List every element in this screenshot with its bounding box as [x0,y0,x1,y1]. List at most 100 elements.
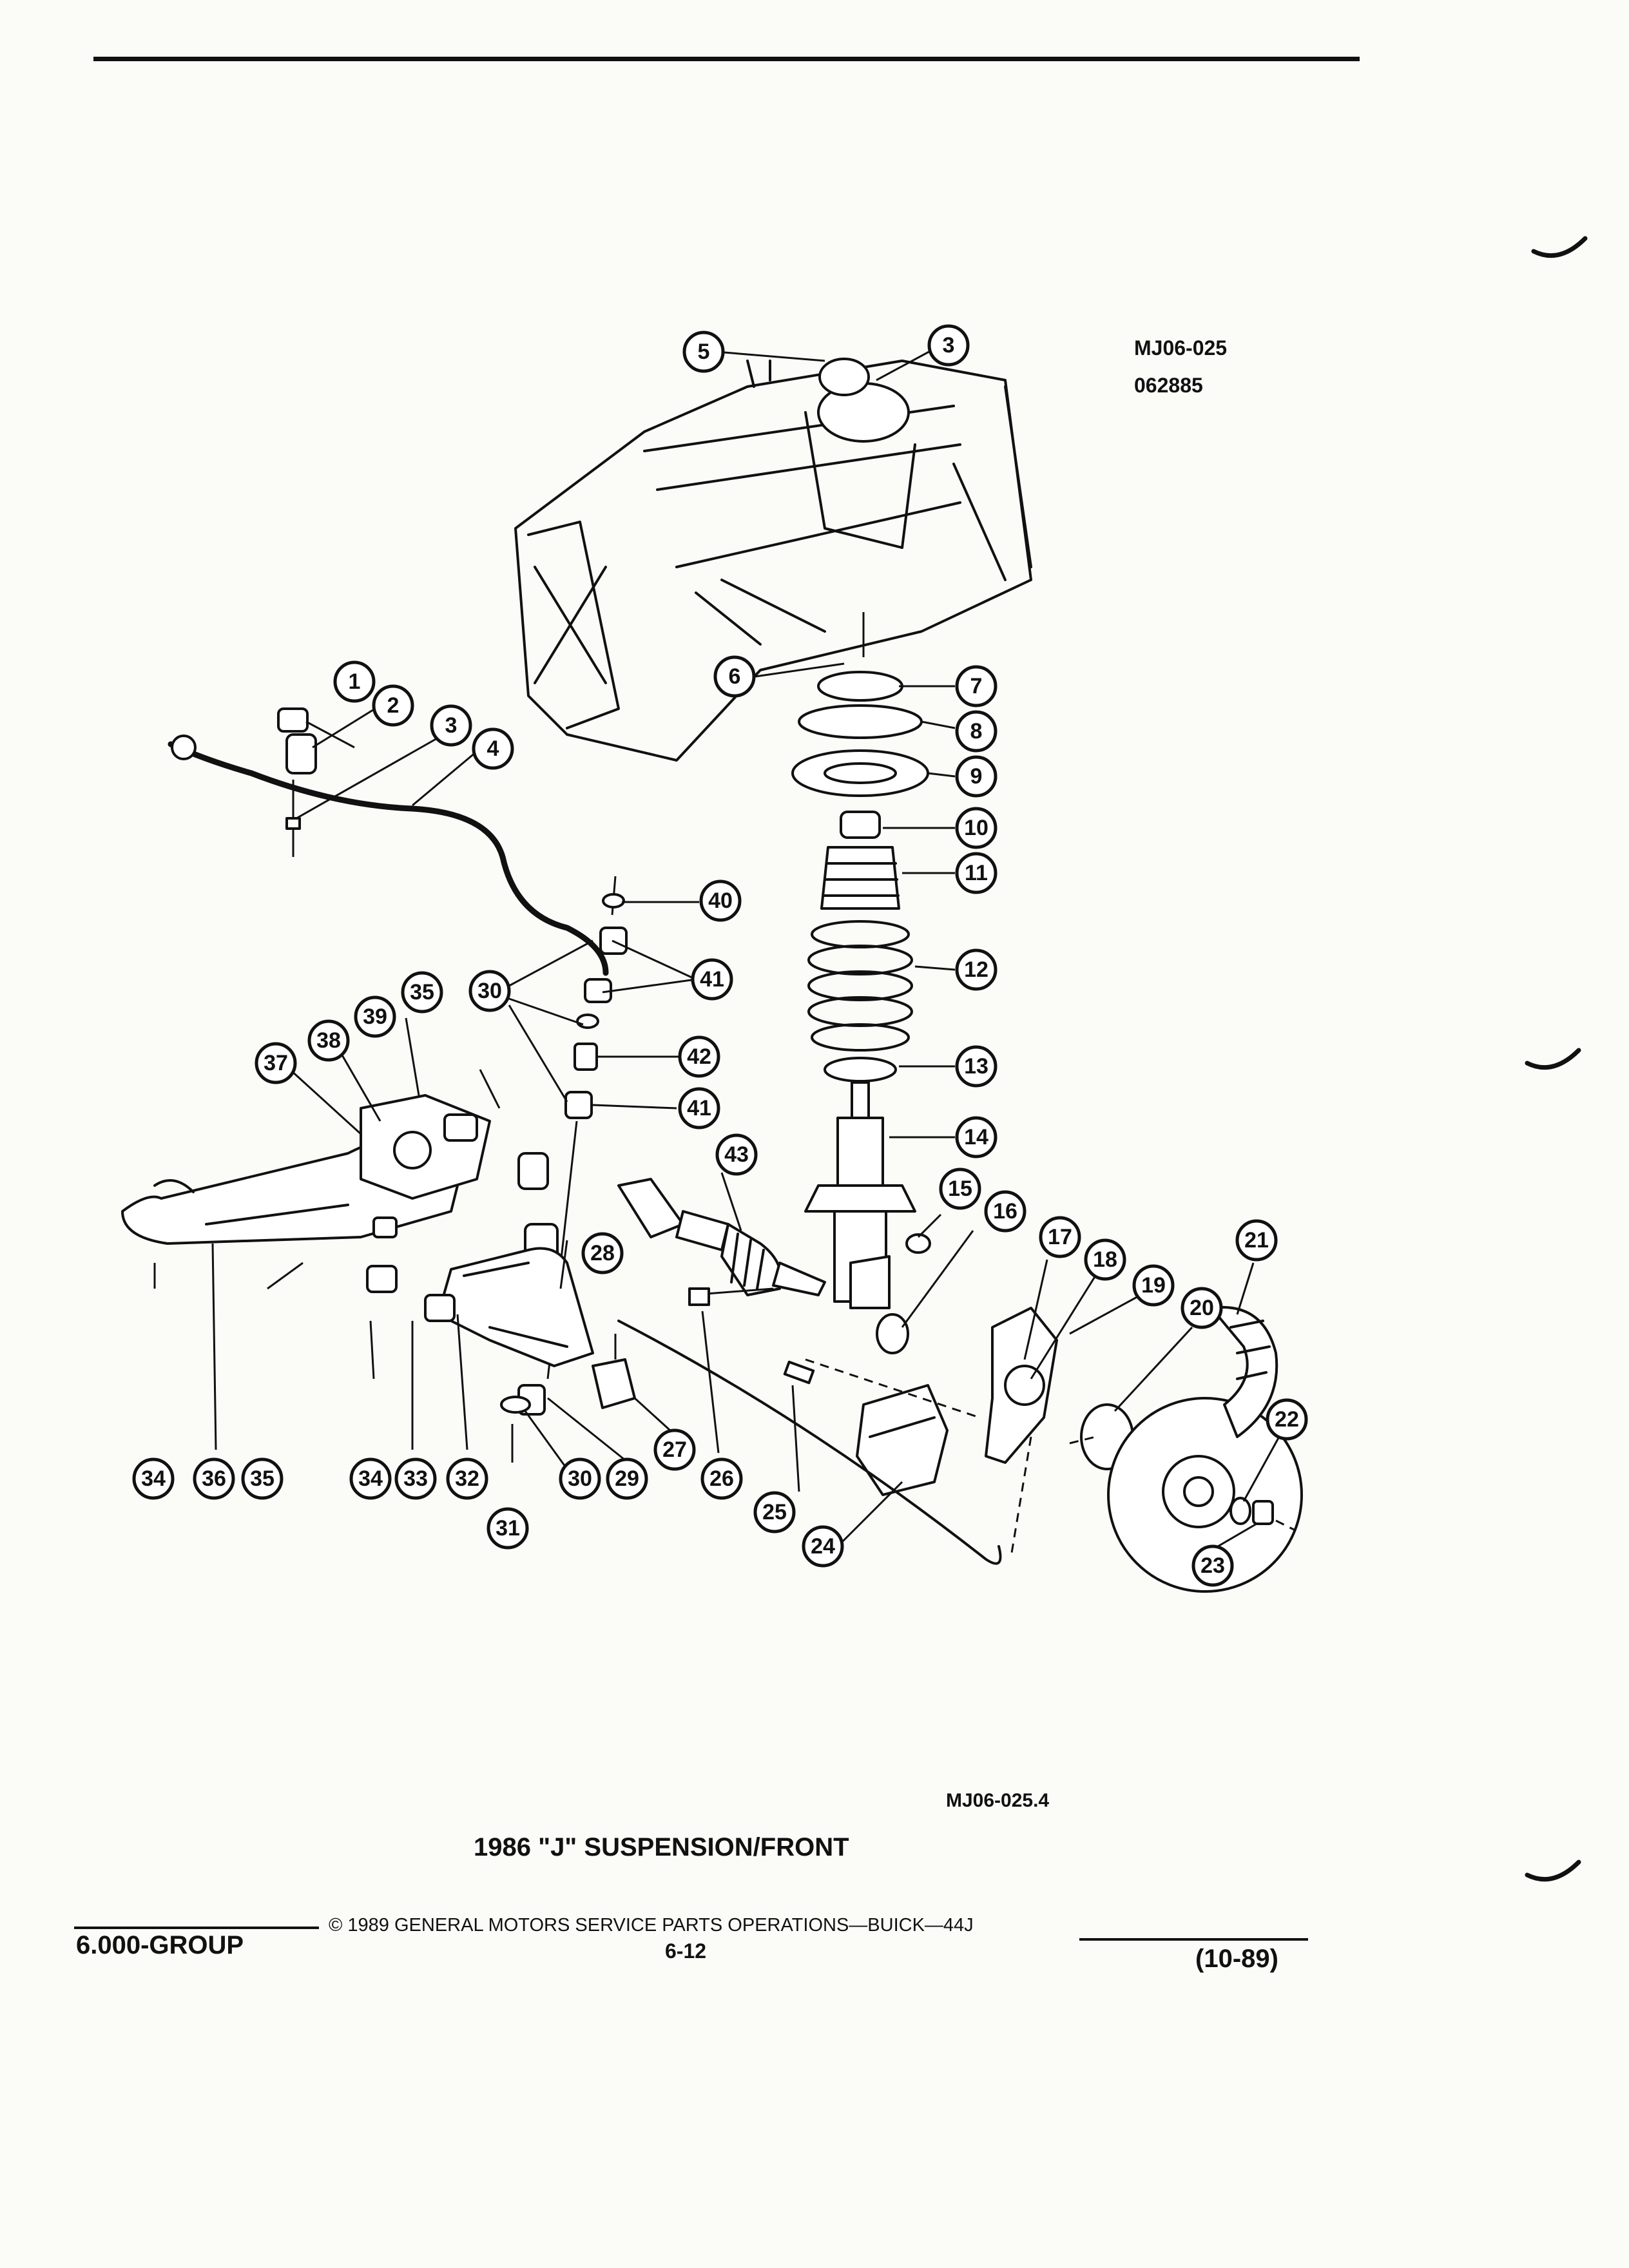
svg-text:8: 8 [970,719,983,744]
svg-text:7: 7 [970,674,983,698]
callout-12: 12 [955,948,998,991]
svg-text:17: 17 [1048,1225,1072,1249]
callout-39: 39 [354,995,396,1038]
svg-text:15: 15 [948,1177,972,1201]
callout-28: 28 [581,1232,624,1274]
callout-41: 41 [678,1087,720,1129]
svg-text:21: 21 [1244,1228,1269,1253]
svg-text:9: 9 [970,764,983,789]
callout-41: 41 [691,958,733,1001]
svg-text:12: 12 [964,957,988,982]
svg-text:42: 42 [687,1044,711,1069]
callout-7: 7 [955,665,998,707]
callout-14: 14 [955,1116,998,1158]
svg-text:19: 19 [1141,1273,1166,1298]
svg-text:24: 24 [811,1534,835,1559]
svg-text:20: 20 [1190,1296,1214,1320]
svg-text:31: 31 [496,1516,520,1541]
footer-rule-right [1079,1938,1308,1941]
svg-text:35: 35 [410,980,434,1004]
svg-text:38: 38 [316,1028,341,1053]
callout-42: 42 [678,1035,720,1078]
body-frame-structure [514,358,1032,762]
svg-text:3: 3 [445,713,458,738]
svg-text:26: 26 [709,1466,734,1491]
top-rule [93,57,1360,61]
callout-18: 18 [1084,1238,1126,1281]
svg-text:29: 29 [615,1466,639,1491]
svg-text:33: 33 [403,1466,428,1491]
callout-27: 27 [653,1428,696,1471]
strut-assembly [791,612,929,1309]
callout-2: 2 [372,684,414,727]
callout-4: 4 [472,727,514,770]
callout-37: 37 [255,1042,297,1084]
callout-21: 21 [1235,1219,1278,1262]
svg-text:36: 36 [202,1466,226,1491]
svg-text:3: 3 [943,333,955,358]
footer-revision: (10-89) [1195,1945,1278,1973]
callout-10: 10 [955,807,998,849]
svg-text:25: 25 [762,1500,787,1524]
callout-9: 9 [955,755,998,798]
svg-text:30: 30 [568,1466,592,1491]
callout-15: 15 [939,1168,981,1210]
callout-32: 32 [446,1457,488,1500]
svg-text:22: 22 [1275,1407,1299,1432]
stabilizer-bar [168,707,609,976]
svg-text:35: 35 [250,1466,275,1491]
svg-text:16: 16 [993,1199,1017,1224]
footer-rule-left [74,1927,319,1929]
drawing-number: MJ06-025.4 [946,1790,1050,1811]
svg-text:23: 23 [1200,1553,1225,1578]
callout-13: 13 [955,1045,998,1088]
footer-page-number: 6-12 [665,1939,707,1963]
callout-20: 20 [1181,1287,1223,1329]
figure-date-code: 062885 [1134,374,1203,397]
callout-40: 40 [699,879,742,922]
svg-text:18: 18 [1093,1247,1117,1272]
callout-11: 11 [955,852,998,894]
svg-text:32: 32 [455,1466,479,1491]
svg-text:43: 43 [724,1142,749,1167]
callout-1: 1 [333,660,376,703]
svg-text:41: 41 [700,967,724,992]
svg-text:40: 40 [708,889,733,913]
callout-35: 35 [241,1457,284,1500]
figure-caption: 1986 "J" SUSPENSION/FRONT [474,1833,849,1861]
callout-23: 23 [1191,1544,1234,1587]
svg-text:10: 10 [964,816,988,840]
footer-group: 6.000-GROUP [76,1931,244,1959]
knuckle-brake-hub [617,1305,1303,1593]
callout-30: 30 [559,1457,601,1500]
leader-lines [211,344,1280,1548]
callout-17: 17 [1039,1216,1081,1258]
callout-5: 5 [682,331,725,373]
svg-text:41: 41 [687,1096,711,1120]
svg-text:34: 34 [358,1466,383,1491]
callout-3: 3 [430,704,472,747]
callout-43: 43 [715,1133,758,1176]
drive-axle [617,1178,931,1354]
svg-text:6: 6 [729,664,741,689]
callout-3: 3 [927,324,970,367]
svg-text:2: 2 [387,693,400,718]
footer-copyright: © 1989 GENERAL MOTORS SERVICE PARTS OPER… [329,1915,974,1936]
svg-text:28: 28 [590,1241,615,1265]
callout-31: 31 [487,1507,529,1550]
callout-6: 6 [713,655,756,698]
margin-marks [1525,236,1588,1882]
svg-text:4: 4 [487,736,499,761]
callout-balloons: 1 2 3 3 4 5 6 7 8 9 10 11 12 13 14 15 16… [132,324,1308,1587]
callout-25: 25 [753,1491,796,1533]
callout-35: 35 [401,971,443,1014]
svg-text:5: 5 [698,340,710,364]
callout-29: 29 [606,1457,648,1500]
svg-text:39: 39 [363,1004,387,1029]
callout-30: 30 [468,970,511,1012]
callout-19: 19 [1132,1264,1175,1307]
figure-ref-code: MJ06-025 [1134,336,1228,360]
svg-text:37: 37 [264,1051,288,1075]
callout-34: 34 [349,1457,392,1500]
